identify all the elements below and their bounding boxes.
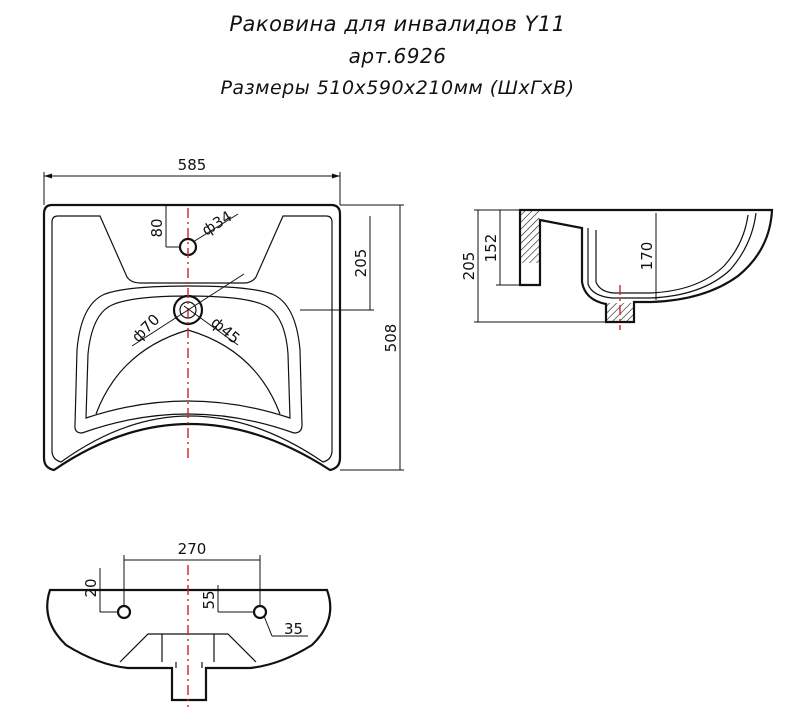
- side-view-bowl-wall: [595, 214, 749, 294]
- dim-mount-hole: 35: [284, 620, 303, 638]
- side-view: 205 152 170: [460, 208, 774, 330]
- side-view-bowl-inner: [587, 212, 757, 299]
- bottom-view-pedestal: [161, 634, 215, 668]
- dim-mount-height: 55: [200, 590, 218, 609]
- top-view: 585 508 205 80 ф34 ф70 ф45: [42, 156, 404, 472]
- dim-drain-inner: ф45: [207, 313, 243, 347]
- article-number: арт.6926: [348, 44, 447, 68]
- mount-hole-left: [116, 604, 132, 620]
- bottom-view-outline: [46, 588, 332, 702]
- dim-top-depth: 508: [382, 324, 400, 353]
- dim-top-width: 585: [178, 156, 207, 174]
- dim-side-bowl-depth: 170: [638, 242, 656, 271]
- dim-side-inner-height: 152: [482, 234, 500, 263]
- dim-side-height: 205: [460, 252, 478, 281]
- dim-tap-hole: ф34: [199, 207, 236, 239]
- side-view-hatch-wall: [521, 211, 539, 263]
- dim-drain-distance: 205: [352, 249, 370, 278]
- top-view-bowl-inner: [85, 295, 291, 419]
- bottom-view: 270 20 55 35: [46, 540, 332, 707]
- size-description: Размеры 510х590х210мм (ШхГхВ): [220, 77, 575, 99]
- dim-mount-spacing: 270: [178, 540, 207, 558]
- top-view-outer-contour: [42, 203, 342, 472]
- dim-drain-outer: ф70: [128, 311, 163, 346]
- drawing-title: Раковина для инвалидов Y11: [229, 12, 566, 36]
- side-view-outline: [518, 208, 774, 324]
- top-view-rim-contour: [51, 215, 333, 463]
- dim-mount-offset: 20: [82, 578, 100, 597]
- dim-tap-offset: 80: [148, 218, 166, 237]
